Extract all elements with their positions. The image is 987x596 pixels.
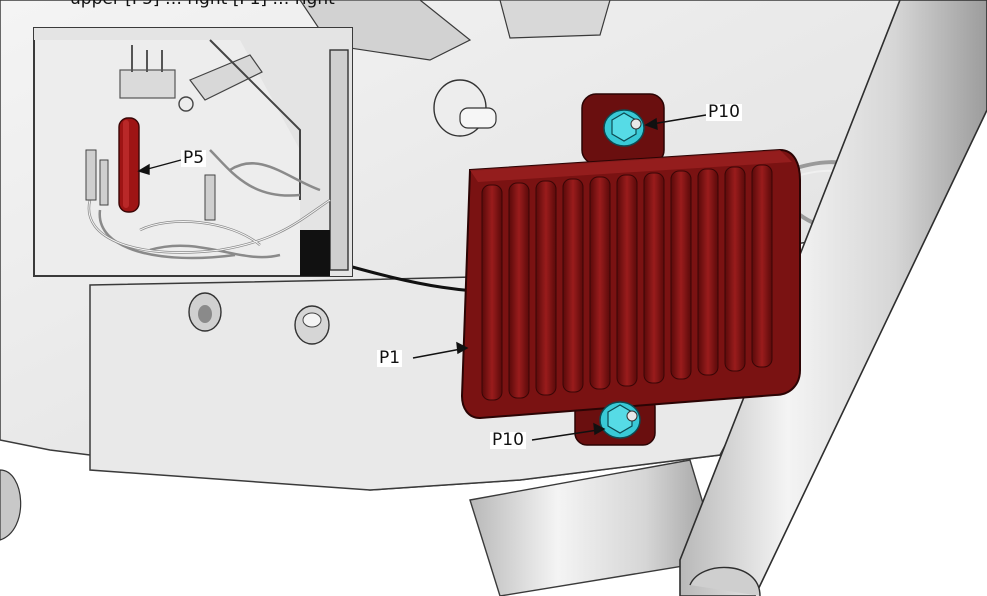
caption-fragment: upper [P5] … right [P1] … right bbox=[70, 0, 335, 9]
inline-fuse-p5 bbox=[118, 117, 140, 213]
label-p5: P5 bbox=[181, 148, 207, 168]
inset-connector-block bbox=[119, 69, 176, 99]
panel-grommet-right bbox=[294, 305, 330, 345]
label-p1: P1 bbox=[377, 348, 403, 368]
tube-end bbox=[689, 566, 761, 596]
inset-wire-highlights bbox=[88, 199, 331, 253]
flange-nut-bottom bbox=[599, 401, 641, 439]
flange-nut-top bbox=[603, 109, 645, 147]
left-wheel-edge bbox=[0, 469, 22, 541]
diagonal-frame-tube bbox=[679, 0, 987, 596]
leader-lines bbox=[137, 114, 707, 441]
label-p10-bottom: P10 bbox=[490, 430, 526, 450]
upper-bolt-boss bbox=[433, 79, 497, 137]
panel-grommet-left bbox=[188, 292, 222, 332]
label-p10-top: P10 bbox=[706, 102, 742, 122]
upper-slot bbox=[499, 0, 611, 39]
